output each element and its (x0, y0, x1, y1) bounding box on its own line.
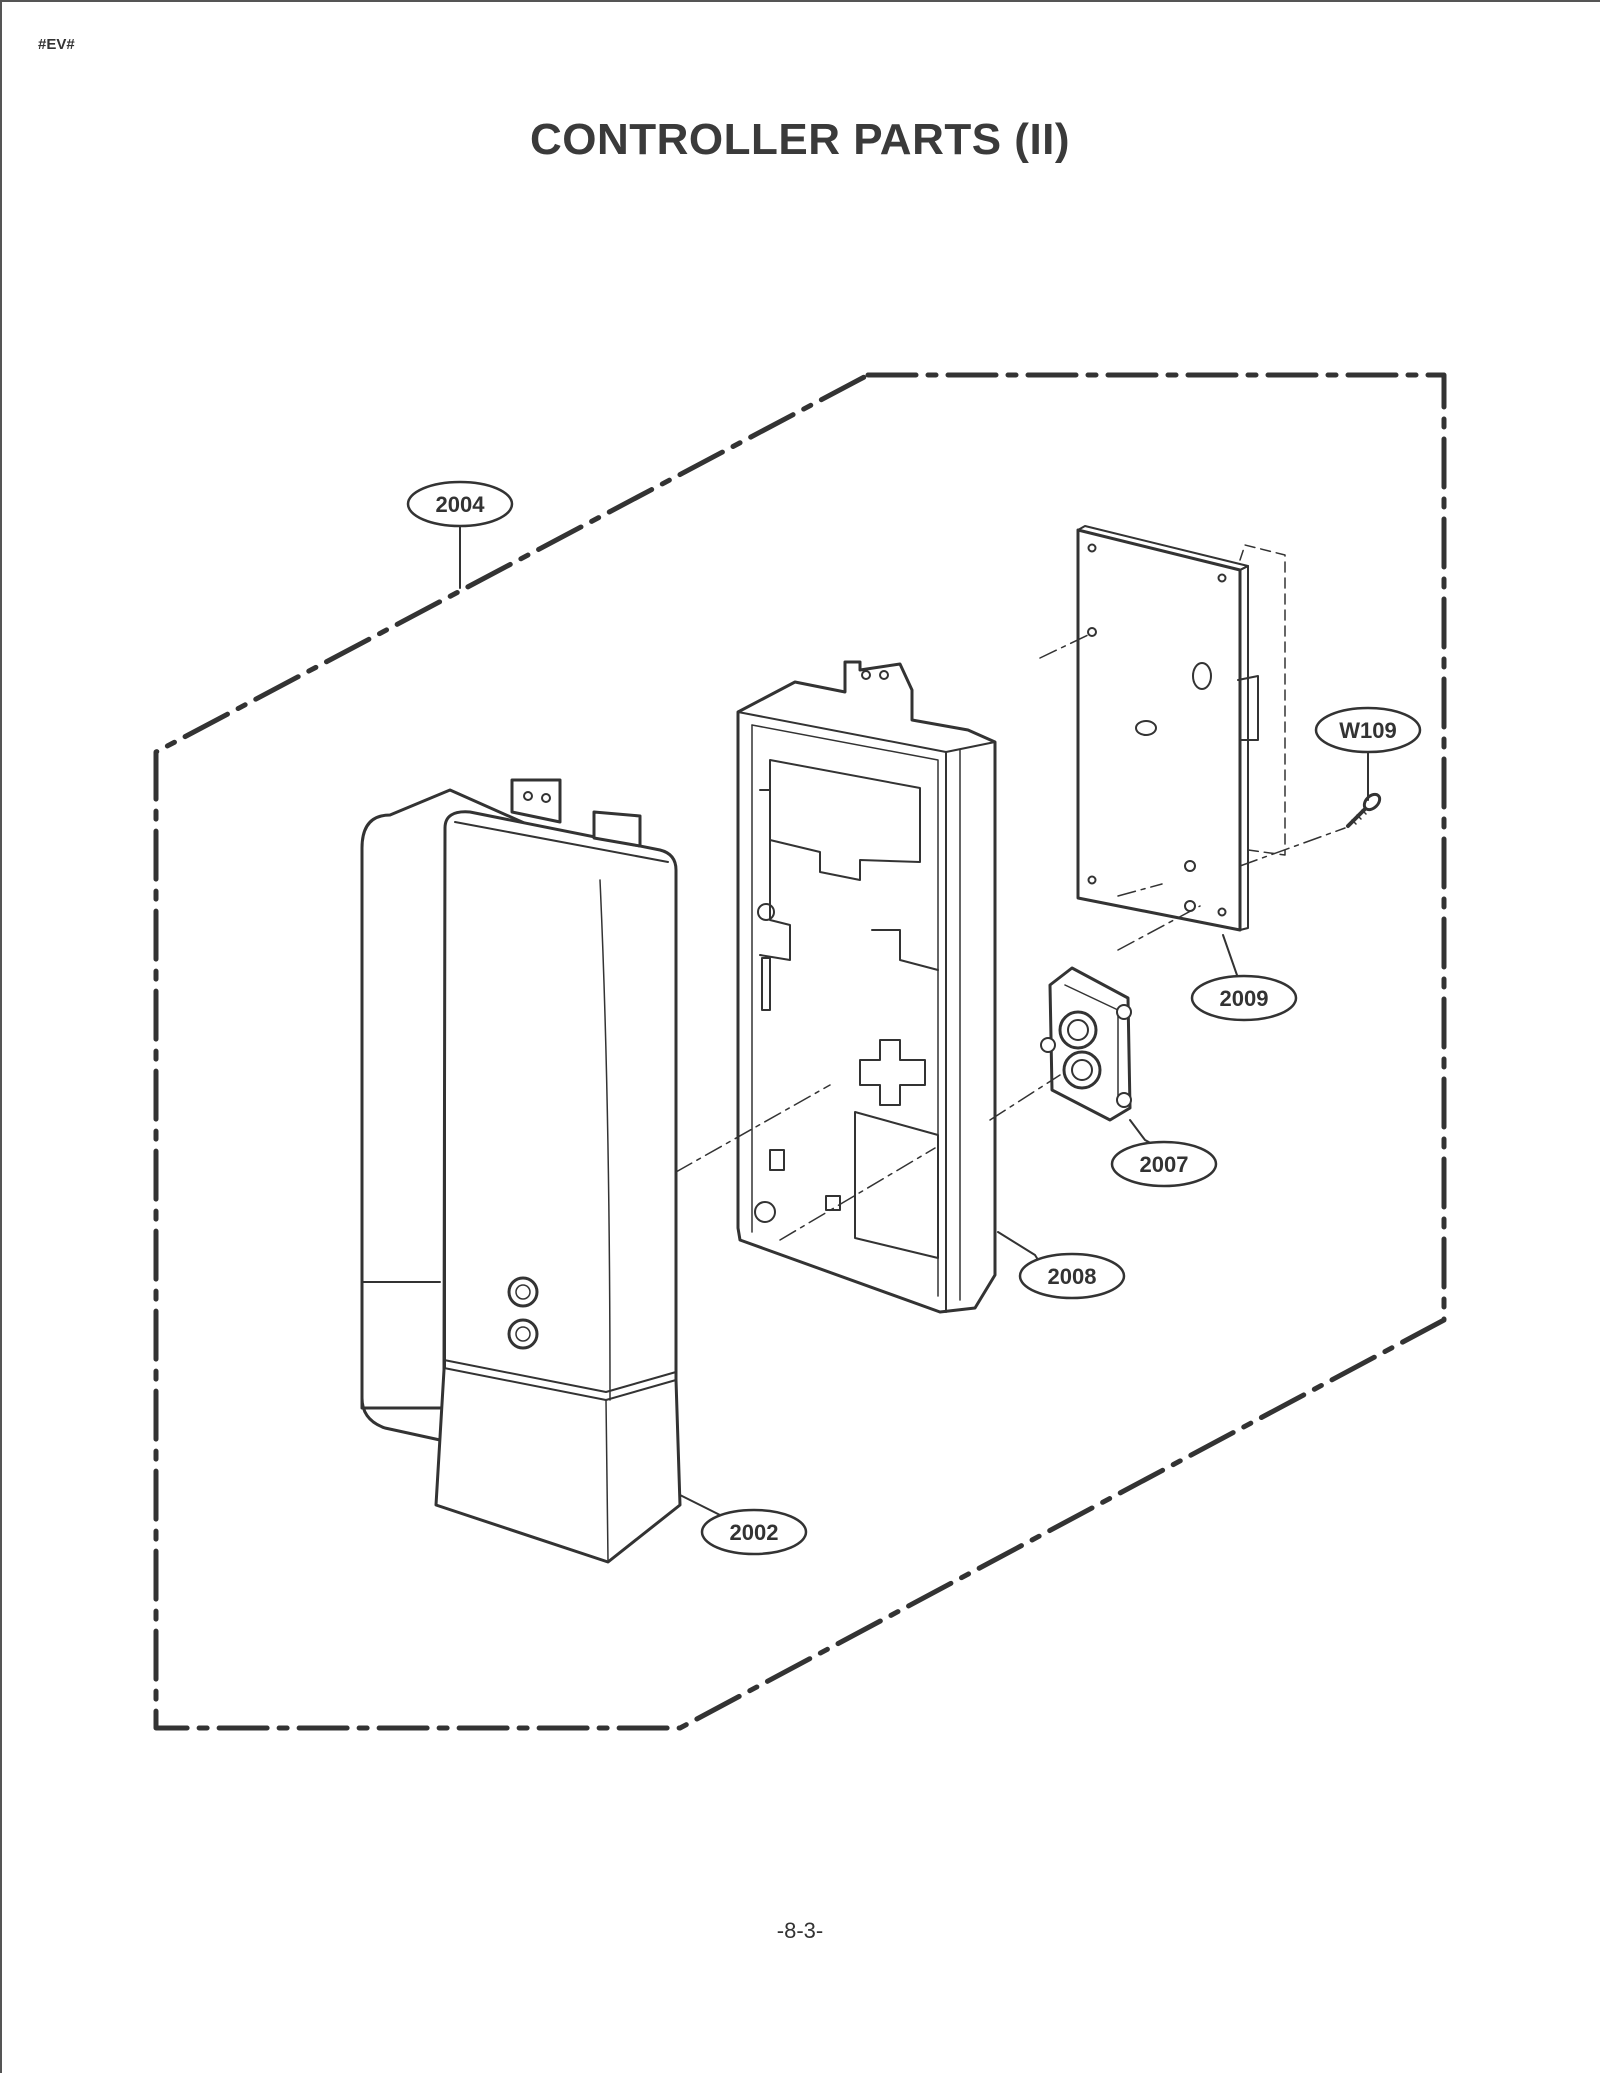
callout-2002 (700, 1508, 808, 1556)
screw-part-W109 (1346, 792, 1382, 828)
case-frame-part-2008 (736, 660, 997, 1314)
page-title: CONTROLLER PARTS (II) (529, 115, 1071, 164)
callout-2009-label: 2009 (1220, 986, 1269, 1011)
button-holder-part-2007 (1040, 966, 1132, 1122)
callout-2002-label: 2002 (730, 1520, 779, 1545)
callout-2009 (1190, 974, 1298, 1022)
callout-2007-label: 2007 (1140, 1152, 1189, 1177)
callout-2007 (1110, 1140, 1218, 1188)
callout-2004 (406, 480, 514, 528)
assembly-lines (675, 634, 1346, 1241)
document-code: #EV# (38, 36, 75, 53)
callout-W109 (1314, 706, 1422, 754)
pcb-part-2009 (1076, 525, 1286, 932)
assembly-boundary (153, 372, 1447, 1731)
callout-2004-label: 2004 (436, 492, 486, 517)
callout-2008 (1018, 1252, 1126, 1300)
front-cover-part-2002 (360, 778, 682, 1564)
page-number: -8-3- (776, 1918, 824, 1943)
callout-W109-label: W109 (1339, 718, 1396, 743)
callout-2008-label: 2008 (1048, 1264, 1097, 1289)
